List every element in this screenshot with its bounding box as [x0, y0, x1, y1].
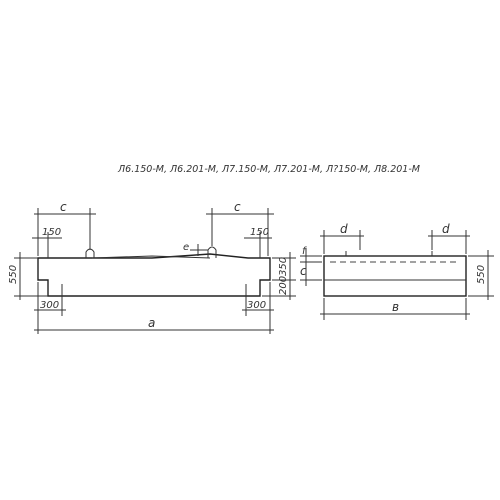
dim-height-left: 550	[8, 265, 19, 284]
dim-width-b: в	[392, 300, 399, 314]
plan-view: d d f c в 550	[300, 222, 494, 320]
dim-c-plan: c	[300, 264, 307, 278]
dim-e: e	[183, 242, 189, 253]
lifting-loop-right	[207, 246, 217, 258]
beam-top-sag	[91, 255, 211, 259]
dim-c-right: c	[234, 200, 241, 214]
dim-length-a: a	[148, 316, 155, 330]
dim-c-left: c	[60, 200, 67, 214]
lifting-loop-left	[85, 248, 95, 258]
dim-150-left: 150	[42, 227, 61, 238]
dim-150-right: 150	[250, 227, 269, 238]
beam-outline	[37, 253, 271, 297]
dim-d-left: d	[340, 222, 348, 236]
dim-300-left: 300	[40, 300, 59, 311]
dim-height-plan: 550	[476, 265, 487, 284]
dim-d-right: d	[442, 222, 450, 236]
dim-200-right: 200	[278, 276, 289, 295]
dim-350-right: 350	[278, 257, 289, 276]
plan-outline	[323, 255, 467, 297]
side-view: c c 150 150 e 550 300 300	[8, 200, 296, 334]
dim-f: f	[302, 246, 307, 257]
dim-300-right: 300	[247, 300, 266, 311]
beam-marks-header: Л6.150-М, Л6.201-М, Л7.150-М, Л7.201-М, …	[117, 164, 420, 175]
